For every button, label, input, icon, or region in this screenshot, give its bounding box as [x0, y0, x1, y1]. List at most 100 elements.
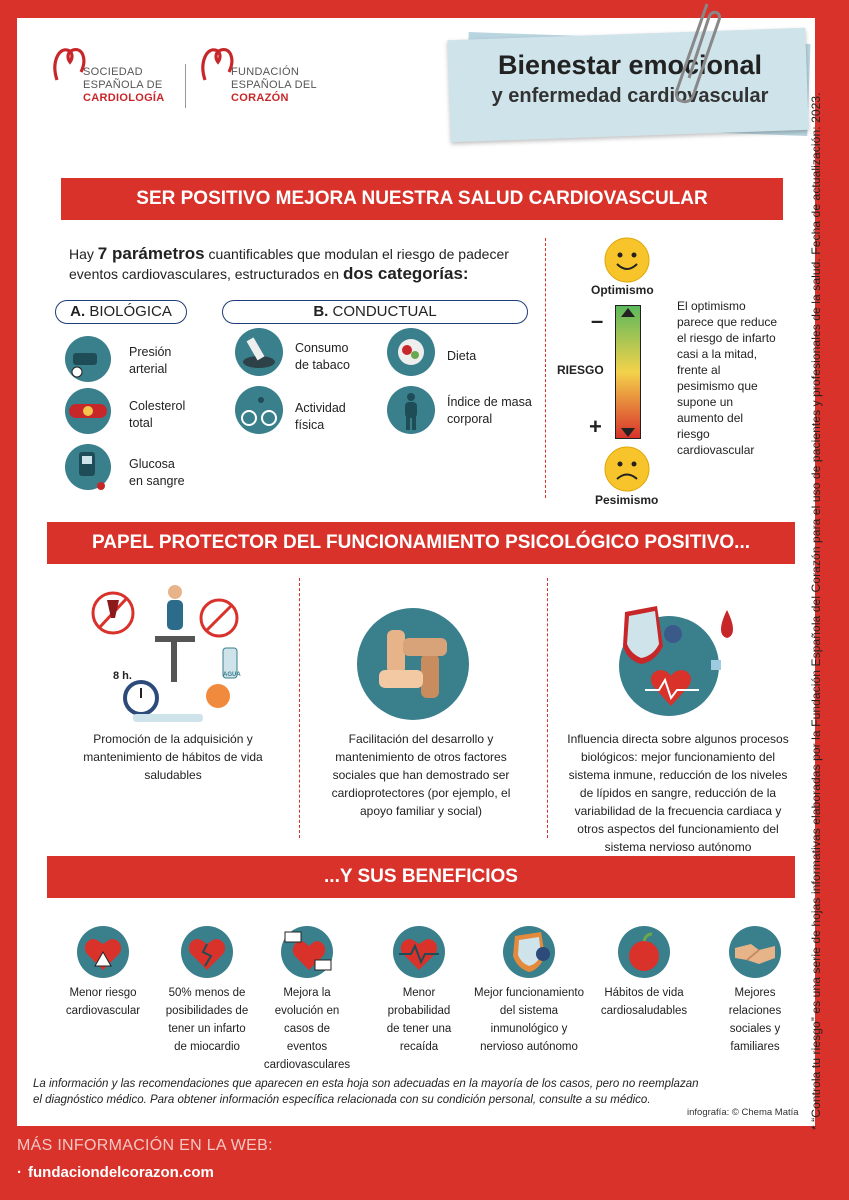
benefit-line: casos de [283, 1023, 331, 1035]
benefit-line: Hábitos de vida [604, 987, 684, 999]
optimism-label: Optimismo [591, 283, 654, 297]
benefit-line: familiares [730, 1041, 780, 1053]
optimism-text-line: supone un [677, 395, 734, 409]
col3-text-line: biológicos: mejor funcionamiento del [580, 750, 776, 764]
benefit-line: del sistema [499, 1005, 559, 1017]
benefit-line: 50% menos de [168, 987, 246, 999]
fec-line2: ESPAÑOLA DEL [231, 79, 317, 91]
benefit-line: recaída [399, 1041, 439, 1053]
col3-text-line: otros aspectos del funcionamiento del [577, 822, 779, 836]
fec-line3: CORAZÓN [231, 92, 289, 104]
diet-plate-icon [387, 328, 435, 376]
intro-d: eventos cardiovasculares, estructurados … [69, 266, 343, 282]
col3-text-line: de lípidos en sangre, reducción de la [579, 786, 777, 800]
benefit-line: cardiosaludables [600, 1005, 688, 1017]
optimism-text-line: parece que reduce [677, 315, 778, 329]
heart-chat-icon [281, 926, 333, 978]
benefit-line: evolución en [274, 1005, 340, 1017]
optimism-explanation: El optimismo parece que reduce el riesgo d… [677, 298, 777, 458]
disclaimer-line2: el diagnóstico médico. Para obtener info… [33, 1094, 651, 1106]
plus-sign: + [589, 414, 602, 439]
benefit-line: cardiovasculares [263, 1059, 351, 1071]
sad-face-icon [604, 446, 650, 492]
glucose-meter-icon [65, 444, 111, 490]
side-note: * “Controla tu riesgo” es una serie de h… [809, 92, 823, 1130]
title-line1: Bienestar emocional [497, 50, 763, 80]
footer-link[interactable]: · fundaciondelcorazon.com [17, 1164, 214, 1181]
heart-pulse-icon [393, 926, 445, 978]
apple-icon [618, 926, 670, 978]
support-hands-illustration [357, 608, 469, 720]
handshake-icon [729, 926, 781, 978]
shield-virus-icon [503, 926, 555, 978]
cigarette-icon [235, 328, 283, 376]
benefit-line: Menor [402, 987, 436, 999]
col3-text: Influencia directa sobre algunos proceso… [553, 730, 803, 856]
broken-heart-icon [181, 926, 233, 978]
blood-pressure-icon [65, 336, 111, 382]
sec-line3: CARDIOLOGÍA [83, 92, 165, 104]
optimism-text-line: cardiovascular [677, 443, 755, 457]
col2-text-line: cardioprotectores (por ejemplo, el [331, 786, 511, 800]
heart-logo-icon [201, 48, 234, 81]
footer-bullet: · [17, 1164, 22, 1181]
cat-a-letter: A. [70, 303, 86, 320]
col1-text-line: Promoción de la adquisición y [93, 732, 253, 746]
habits-scene-icon [91, 585, 239, 722]
infographic-credit: infografía: © Chema Matía [687, 1107, 799, 1118]
immune-heart-icon [619, 606, 733, 716]
sec-logo[interactable]: SOCIEDAD ESPAÑOLA DE CARDIOLOGÍA [53, 44, 173, 114]
col2-text-line: Facilitación del desarrollo y [348, 732, 494, 746]
cholesterol-icon [65, 388, 111, 434]
fec-logo[interactable]: FUNDACIÓN ESPAÑOLA DEL CORAZÓN [197, 44, 327, 114]
benefit-line: tener un infarto [168, 1023, 246, 1035]
section3-banner: ...Y SUS BENEFICIOS [47, 856, 795, 898]
benefit-line: sociales y [729, 1023, 781, 1035]
benefit-text: Menor riesgo cardiovascular [43, 984, 163, 1020]
intro-a: Hay [69, 246, 98, 262]
section1-divider [545, 238, 546, 498]
section1-banner: SER POSITIVO MEJORA NUESTRA SALUD CARDIO… [61, 178, 783, 220]
optimism-text-line: riesgo [677, 427, 710, 441]
benefit-line: de miocardio [174, 1041, 240, 1053]
risk-gradient-bar [615, 305, 641, 439]
col2-text-line: apoyo familiar y social) [359, 804, 483, 818]
sleep-hours-label: 8 h. [113, 670, 132, 682]
optimism-text-line: pesimismo que [677, 379, 758, 393]
benefit-text: Hábitos de vida cardiosaludables [584, 984, 704, 1020]
optimism-text-line: el riesgo de infarto [677, 331, 776, 345]
page-title: Bienestar emocional y enfermedad cardiov… [455, 50, 805, 108]
cat-a-label: BIOLÓGICA [89, 303, 172, 320]
benefit-line: Menor riesgo [69, 987, 137, 999]
title-line2: y enfermedad cardiovascular [491, 85, 769, 107]
paperclip-icon [674, 3, 722, 104]
footer-url[interactable]: fundaciondelcorazon.com [28, 1164, 214, 1181]
benefit-line: probabilidad [387, 1005, 451, 1017]
category-b-pill: B. CONDUCTUAL [222, 300, 528, 324]
intro-text: Hay 7 parámetros cuantificables que modu… [69, 244, 539, 284]
col3-text-line: sistema inmune, reducción de los niveles [568, 768, 788, 782]
water-label: AGUA [223, 672, 241, 678]
disclaimer-line1: La información y las recomendaciones que… [33, 1078, 699, 1090]
section2-divider-1 [299, 578, 300, 838]
section2-divider-2 [547, 578, 548, 838]
optimism-text-line: El optimismo [677, 299, 746, 313]
benefit-line: Mejora la [283, 987, 331, 999]
category-a-pill: A. BIOLÓGICA [55, 300, 187, 324]
info-sheet: SOCIEDAD ESPAÑOLA DE CARDIOLOGÍA FUNDACI… [17, 3, 815, 1126]
benefit-line: cardiovascular [65, 1005, 141, 1017]
benefit-line: nervioso autónomo [480, 1041, 578, 1053]
healthy-habits-illustration: 8 h. AGUA [83, 578, 243, 728]
intro-c: cuantificables que modulan el riesgo de … [204, 246, 509, 262]
minus-sign: – [591, 308, 604, 333]
